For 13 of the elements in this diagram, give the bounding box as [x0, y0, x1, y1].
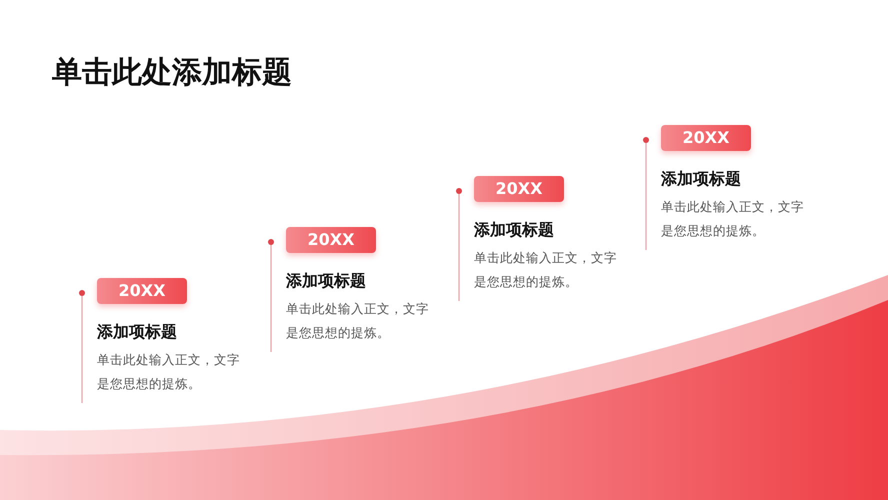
year-badge: 20XX: [97, 278, 187, 304]
item-heading: 添加项标题: [474, 220, 554, 241]
item-heading: 添加项标题: [286, 271, 366, 292]
slide-title: 单击此处添加标题: [52, 54, 292, 92]
year-badge: 20XX: [474, 176, 564, 202]
item-description: 单击此处输入正文，文字是您思想的提炼。: [286, 300, 430, 342]
year-badge: 20XX: [286, 227, 376, 253]
item-heading: 添加项标题: [661, 169, 741, 190]
item-heading: 添加项标题: [97, 322, 177, 343]
year-badge: 20XX: [661, 125, 751, 151]
item-description: 单击此处输入正文，文字是您思想的提炼。: [661, 198, 805, 240]
item-description: 单击此处输入正文，文字是您思想的提炼。: [97, 351, 241, 393]
item-description: 单击此处输入正文，文字是您思想的提炼。: [474, 249, 618, 291]
